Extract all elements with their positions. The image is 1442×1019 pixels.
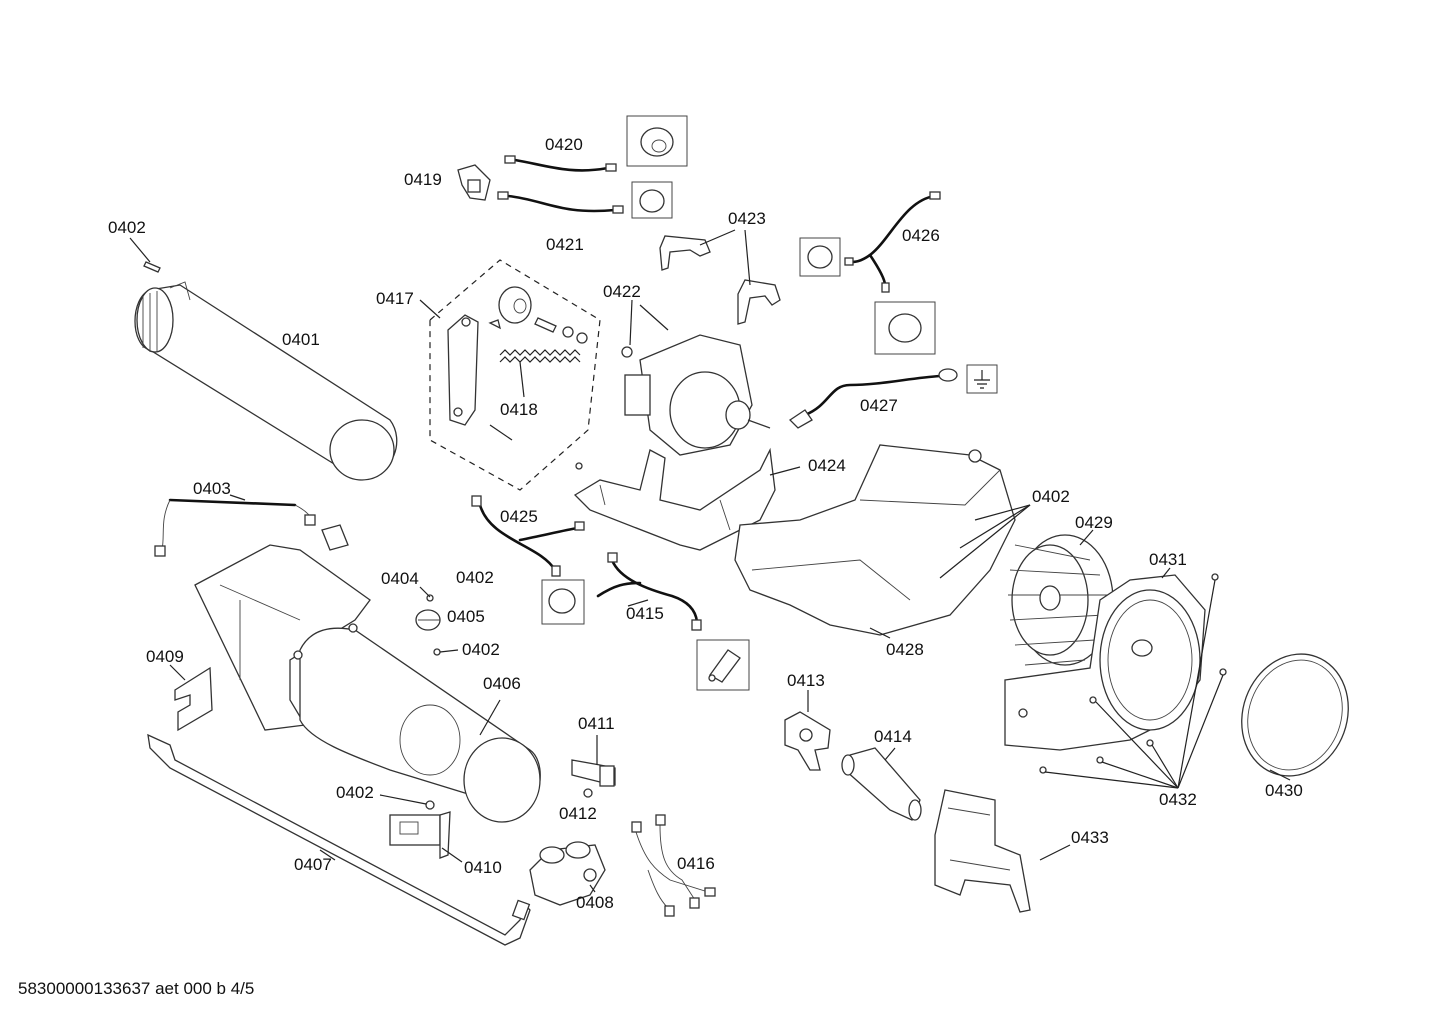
label-0418: 0418: [500, 400, 538, 419]
part-0422-motor: [621, 334, 771, 456]
part-labels: 0402 0401 0417 0418 0419 0420 0421 0422 …: [108, 135, 1303, 912]
part-0403-wire: [154, 498, 349, 557]
label-0415: 0415: [626, 604, 664, 623]
label-0402-d: 0402: [462, 640, 500, 659]
part-0409-bracket: [174, 666, 213, 732]
label-0432: 0432: [1159, 790, 1197, 809]
part-0413-bracket: [784, 711, 831, 771]
part-0428-blower-housing: [734, 444, 1016, 636]
thermostat-box-3: [799, 237, 841, 277]
part-0406-burner-housing: [194, 544, 541, 823]
label-0419: 0419: [404, 170, 442, 189]
part-0407-gas-tube: [147, 733, 531, 946]
part-0426-wire: [844, 191, 941, 293]
part-0417-kit: [429, 259, 601, 491]
part-0419-sensor: [457, 164, 491, 201]
label-0407: 0407: [294, 855, 332, 874]
part-0414-heater: [841, 747, 922, 821]
label-0411: 0411: [578, 714, 615, 733]
label-0422: 0422: [603, 282, 641, 301]
screws-0432: [1039, 573, 1227, 774]
part-0427-ground-wire: [788, 364, 998, 429]
label-0402-c: 0402: [456, 568, 494, 587]
label-0423: 0423: [728, 209, 766, 228]
label-0409: 0409: [146, 647, 184, 666]
label-0402-a: 0402: [108, 218, 146, 237]
part-0415-wire: [541, 552, 702, 631]
label-0414: 0414: [874, 727, 912, 746]
fuse-box: [696, 639, 750, 691]
label-0428: 0428: [886, 640, 924, 659]
thermostat-box-4: [874, 301, 936, 355]
label-0420: 0420: [545, 135, 583, 154]
label-0416: 0416: [677, 854, 715, 873]
label-0410: 0410: [464, 858, 502, 877]
label-0413: 0413: [787, 671, 825, 690]
part-0411-bracket: [571, 759, 616, 787]
label-0426: 0426: [902, 226, 940, 245]
label-0433: 0433: [1071, 828, 1109, 847]
thermostat-box-1: [626, 115, 688, 167]
part-0425-wire: [471, 495, 585, 577]
part-0430-ring: [1241, 653, 1349, 777]
label-0421: 0421: [546, 235, 584, 254]
part-0416-wiring: [631, 814, 716, 917]
label-0401: 0401: [282, 330, 320, 349]
label-0430: 0430: [1265, 781, 1303, 800]
label-0417: 0417: [376, 289, 414, 308]
label-0402-e: 0402: [336, 783, 374, 802]
screw-0412: [583, 788, 593, 798]
label-0424: 0424: [808, 456, 846, 475]
part-0405-thermostat: [415, 594, 441, 656]
label-0403: 0403: [193, 479, 231, 498]
thermostat-box-2: [631, 181, 673, 219]
document-footer: 58300000133637 aet 000 b 4/5: [18, 979, 255, 998]
screw-0402-bracket: [575, 462, 583, 470]
part-0420-wire: [504, 155, 617, 172]
label-0404: 0404: [381, 569, 419, 588]
label-0425: 0425: [500, 507, 538, 526]
part-0401-cylinder: [134, 281, 398, 481]
screw-0402-ignitor: [425, 800, 435, 810]
part-0429-fan-wheel: [1008, 534, 1114, 666]
part-0421-wire: [497, 191, 624, 214]
label-0427: 0427: [860, 396, 898, 415]
label-0408: 0408: [576, 893, 614, 912]
part-0424-bracket: [573, 447, 776, 551]
label-0431: 0431: [1149, 550, 1187, 569]
part-0408-gas-valve: [529, 841, 606, 906]
part-0433-bracket: [934, 789, 1031, 913]
screw-0402-top-left: [143, 261, 161, 273]
label-0429: 0429: [1075, 513, 1113, 532]
part-0431-rear-plate: [1004, 574, 1206, 751]
label-0402-b: 0402: [1032, 487, 1070, 506]
label-0406: 0406: [483, 674, 521, 693]
part-0410-ignitor: [389, 811, 451, 859]
label-0412: 0412: [559, 804, 597, 823]
part-0423-clips: [659, 235, 781, 325]
label-0405: 0405: [447, 607, 485, 626]
